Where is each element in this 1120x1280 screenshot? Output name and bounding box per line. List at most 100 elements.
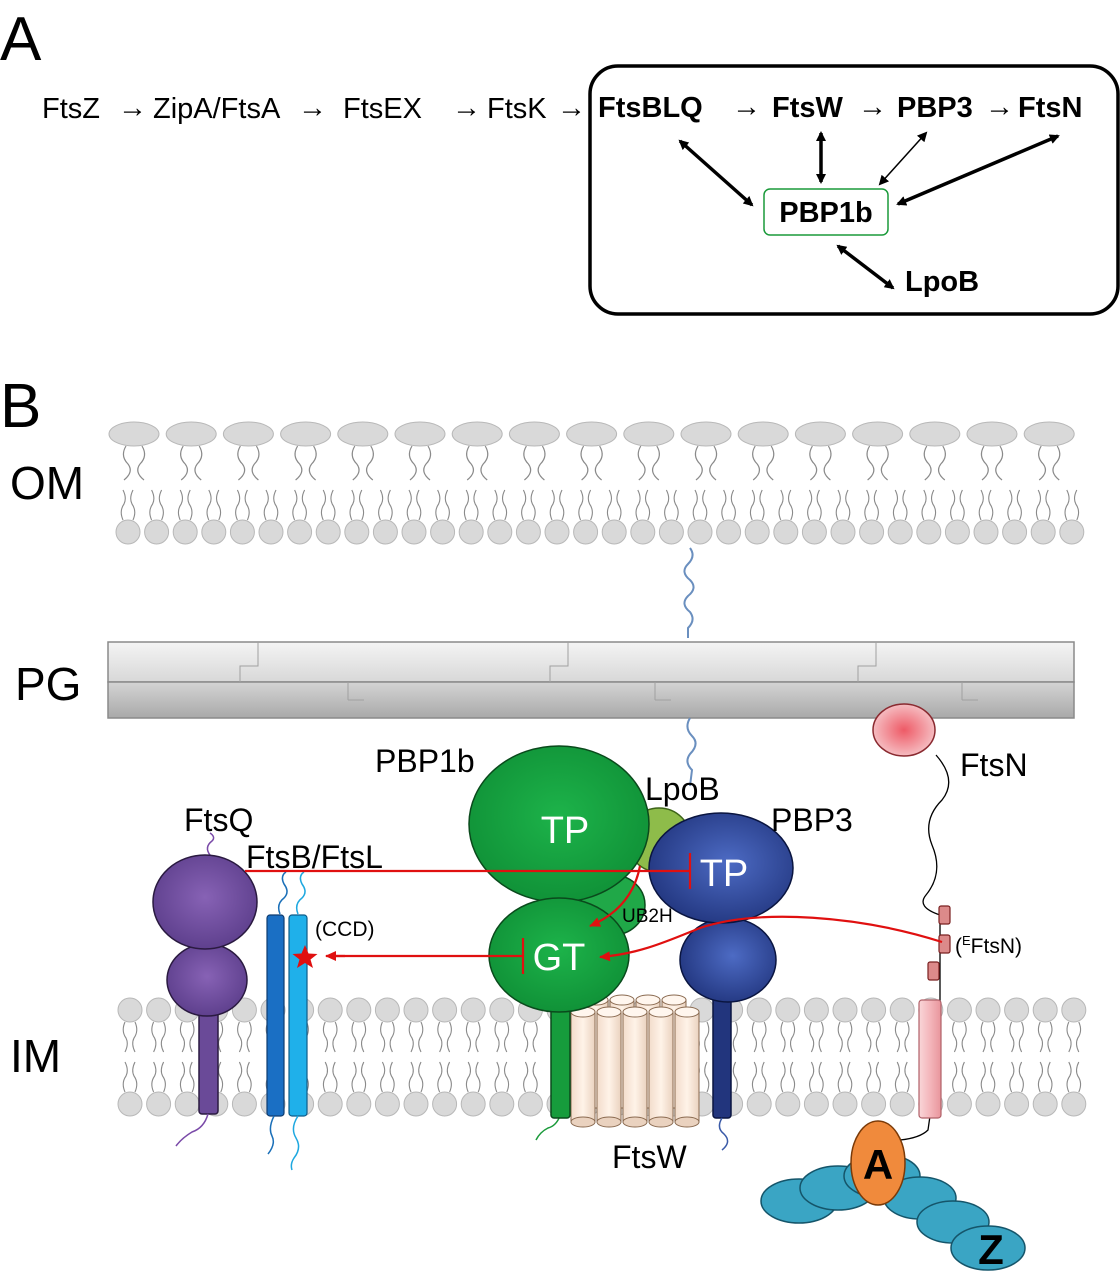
- label-pbp3: PBP3: [897, 92, 973, 124]
- lipid-tail: [892, 489, 899, 521]
- lipid-tail: [978, 489, 984, 521]
- lipid-head: [432, 997, 458, 1023]
- lipid-head: [346, 997, 372, 1023]
- lipid-tail: [494, 1021, 500, 1053]
- ftsw-helix-bottom: [674, 1116, 700, 1128]
- lipid-head: [946, 997, 972, 1023]
- lipid-head: [1002, 519, 1028, 545]
- lipid-head: [517, 1091, 543, 1117]
- lipid-head: [1061, 997, 1087, 1023]
- lipid-head: [889, 997, 915, 1023]
- panel-b-letter: B: [0, 372, 41, 441]
- label-pg: PG: [15, 658, 81, 710]
- arrow-5: →: [732, 91, 761, 123]
- lps-head: [623, 421, 675, 447]
- ftsz-subunit-labelled: [950, 1225, 1026, 1271]
- lipid-head: [374, 997, 400, 1023]
- lipid-head: [372, 519, 398, 545]
- ftsw-helix: [596, 1011, 622, 1123]
- lipid-tail: [732, 1061, 738, 1093]
- lipid-head: [315, 519, 341, 545]
- lipid-tail: [749, 489, 756, 521]
- lps-tail: [694, 445, 703, 481]
- lps-head: [222, 421, 274, 447]
- lipid-tail: [503, 1061, 510, 1093]
- lipid-tail: [990, 1021, 996, 1053]
- lipid-head: [975, 1091, 1001, 1117]
- lipid-tail: [990, 1061, 996, 1093]
- lps-head: [794, 421, 846, 447]
- lipid-head: [287, 519, 313, 545]
- lipid-head: [887, 519, 913, 545]
- lipid-tail: [635, 489, 641, 521]
- lps-head: [280, 421, 332, 447]
- lipid-tail: [1007, 489, 1013, 521]
- lps-head: [966, 421, 1018, 447]
- lps-tail: [237, 445, 246, 481]
- lipid-head: [229, 519, 255, 545]
- lipid-tail: [473, 489, 479, 521]
- lipid-head: [832, 1091, 858, 1117]
- lps-tail: [866, 445, 875, 481]
- lipid-tail: [389, 1021, 395, 1053]
- lpob-tether: [683, 547, 695, 638]
- lps-tail: [122, 445, 131, 481]
- lipid-head: [744, 519, 770, 545]
- lipid-tail: [349, 489, 355, 521]
- lipid-tail: [217, 1021, 224, 1053]
- lipid-tail: [930, 489, 937, 521]
- label-ftsn-b: FtsN: [960, 747, 1028, 783]
- lipid-tail: [408, 1021, 414, 1053]
- lipid-tail: [961, 1021, 967, 1053]
- lipid-tail: [235, 489, 241, 521]
- lps-tail: [351, 445, 360, 481]
- lipid-tail: [904, 1061, 910, 1093]
- lipid-tail: [120, 489, 126, 521]
- lps-head: [108, 421, 160, 447]
- lipid-head: [658, 519, 684, 545]
- lps-tail: [752, 445, 761, 481]
- lipid-head: [803, 1091, 829, 1117]
- efts-activates-gt: [599, 915, 943, 962]
- lipid-tail: [835, 489, 841, 521]
- lipid-tail: [1037, 1021, 1044, 1053]
- lipid-tail: [952, 1061, 958, 1093]
- lipid-tail: [1016, 489, 1022, 521]
- lipid-head: [687, 519, 713, 545]
- lipid-tail: [465, 1061, 472, 1093]
- lipid-tail: [1066, 1021, 1072, 1053]
- label-ftsblq: FtsBLQ: [598, 92, 703, 124]
- label-ftsk: FtsK: [487, 93, 547, 125]
- lps-tail: [423, 445, 432, 481]
- label-lpob-a: LpoB: [905, 266, 979, 298]
- lipid-tail: [549, 489, 555, 521]
- lipid-tail: [501, 489, 508, 521]
- lipid-tail: [751, 1021, 758, 1053]
- lipid-head: [630, 519, 656, 545]
- lipid-tail: [151, 1021, 157, 1053]
- lipid-tail: [875, 1021, 881, 1053]
- lipid-tail: [837, 1061, 843, 1093]
- lps-tail: [823, 445, 832, 481]
- lipid-tail: [809, 1061, 815, 1093]
- lipid-tail: [875, 1061, 881, 1093]
- lipid-tail: [704, 1021, 710, 1053]
- lipid-tail: [980, 1061, 986, 1093]
- arrow-4: →: [557, 92, 586, 124]
- label-ftsn: FtsN: [1018, 92, 1082, 124]
- lps-tail: [466, 445, 475, 481]
- lipid-tail: [1037, 1061, 1044, 1093]
- lipid-tail: [351, 1021, 357, 1053]
- label-ftsex: FtsEX: [343, 93, 422, 125]
- lipid-head: [231, 997, 257, 1023]
- ftsw-helix: [648, 1011, 674, 1123]
- arrow-ftsblq-pbp1b: [678, 139, 754, 207]
- lipid-tail: [521, 489, 527, 521]
- lipid-tail: [446, 1021, 452, 1053]
- lipid-tail: [246, 1061, 252, 1093]
- lipid-tail: [360, 1061, 367, 1093]
- lipid-tail: [644, 489, 651, 521]
- ftsw-helix-top: [674, 1006, 700, 1018]
- label-ftsw-b: FtsW: [612, 1139, 687, 1175]
- pbp1b-hub-box: [763, 188, 889, 236]
